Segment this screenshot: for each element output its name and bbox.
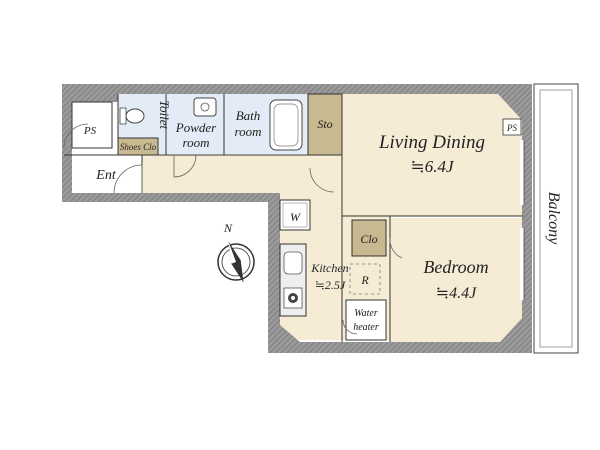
bath-room-label-2: room — [235, 124, 262, 139]
kitchen-area: ≒2.5J — [315, 278, 346, 292]
shoes-closet-label: Shoes Clo — [120, 142, 157, 152]
toilet-label: Toilet — [157, 100, 172, 130]
pipe-space-right-label: PS — [506, 123, 517, 133]
shoes-closet — [117, 137, 159, 156]
bath-room-label: Bath — [236, 108, 261, 123]
water-heater — [345, 299, 387, 341]
powder-room-label: Powder — [175, 120, 217, 135]
bedroom-label: Bedroom — [423, 257, 488, 277]
bedroom-floor — [390, 218, 523, 342]
washer-label: W — [290, 210, 301, 224]
storage-label: Sto — [317, 117, 332, 131]
water-heater-label: Water — [354, 308, 378, 319]
hall-floor — [142, 155, 342, 193]
pipe-space-left — [71, 101, 113, 149]
bathtub — [269, 99, 303, 151]
water-heater-label-2: heater — [353, 322, 379, 333]
wash-basin — [193, 97, 217, 117]
refrigerator-space — [349, 263, 381, 295]
compass-label: N — [223, 221, 233, 235]
refrigerator-label: R — [360, 273, 369, 287]
compass-icon — [217, 241, 255, 283]
living-dining-label: Living Dining — [378, 132, 485, 153]
closet-label: Clo — [360, 232, 377, 246]
pipe-space-right — [502, 118, 522, 136]
balcony — [533, 83, 579, 354]
pipe-space-left-label: PS — [83, 125, 97, 137]
bedroom-area: ≒4.4J — [436, 285, 477, 302]
sink — [283, 251, 303, 275]
washer-space — [279, 199, 311, 231]
balcony-label: Balcony — [545, 192, 562, 245]
storage — [307, 93, 343, 156]
toilet-fixture — [125, 108, 145, 124]
kitchen-label: Kitchen — [310, 261, 348, 275]
entrance-floor — [64, 155, 142, 193]
closet — [351, 219, 387, 257]
living-dining-area: ≒6.4J — [410, 157, 454, 176]
entrance-label: Ent — [95, 168, 117, 183]
powder-room-label-2: room — [183, 135, 210, 150]
